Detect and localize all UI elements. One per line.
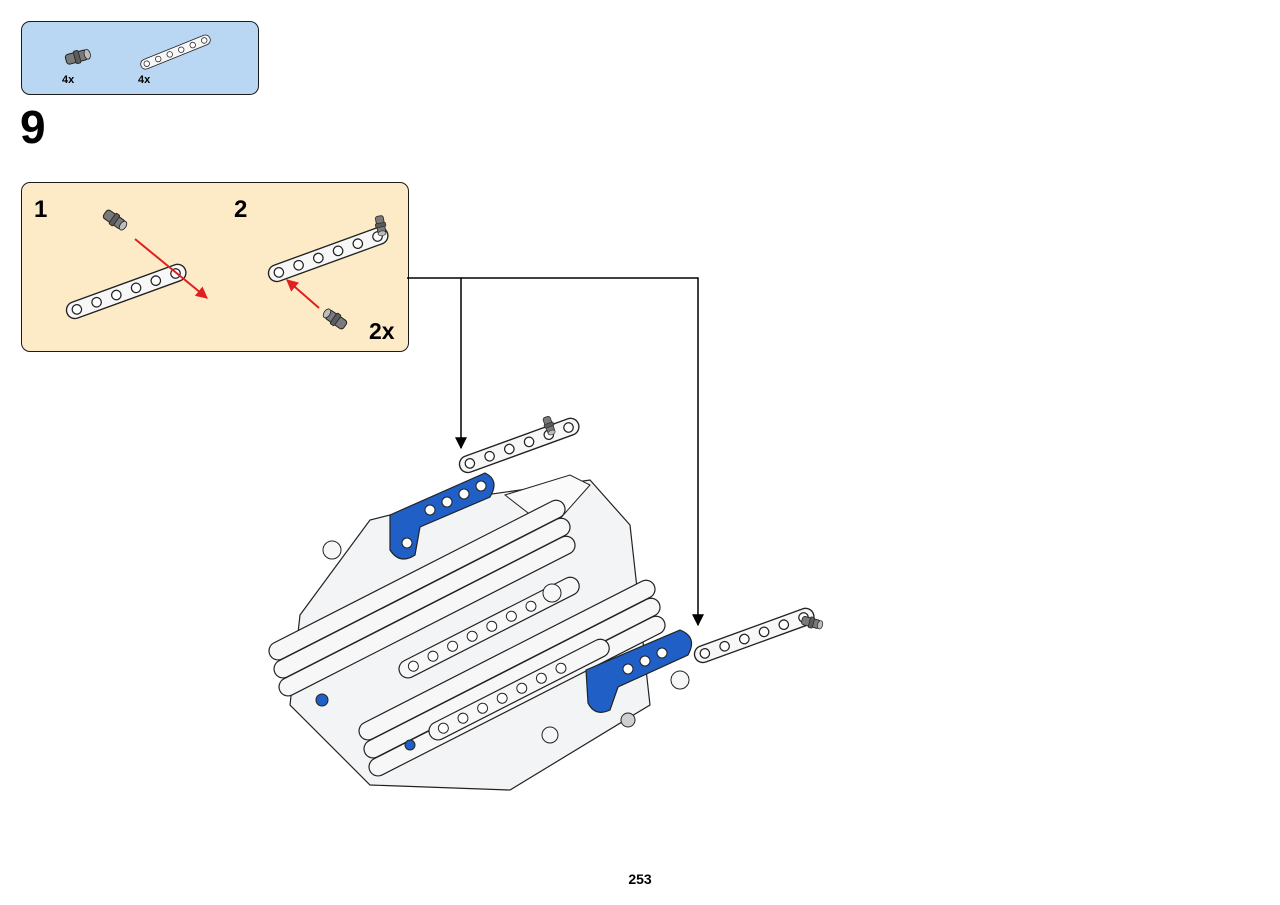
substep-1-number: 1 bbox=[34, 196, 48, 223]
blue-pin bbox=[404, 739, 416, 751]
substep-2-multiplier: 2x bbox=[369, 318, 395, 344]
substep-2-illustration bbox=[265, 214, 391, 332]
subassembly-callout: 1 2 2x bbox=[21, 182, 409, 352]
substep-1-illustration bbox=[63, 207, 208, 322]
step-number: 9 bbox=[20, 101, 46, 153]
beam-middle bbox=[398, 576, 580, 679]
blue-pin bbox=[315, 693, 329, 707]
assembly-arrow bbox=[134, 238, 208, 299]
page-number: 253 bbox=[628, 871, 652, 887]
beam-front bbox=[428, 638, 610, 741]
beam-6-icon bbox=[691, 605, 817, 666]
parts-qty-beam: 4x bbox=[138, 74, 151, 86]
beam-6-icon bbox=[456, 415, 582, 476]
leader-line-right bbox=[461, 277, 704, 627]
parts-list-box: 4x 4x bbox=[21, 21, 259, 95]
beam-stack-left bbox=[268, 499, 576, 697]
parts-qty-pin: 4x bbox=[62, 74, 75, 86]
main-model-illustration bbox=[268, 414, 825, 791]
substep-2-number: 2 bbox=[234, 196, 248, 223]
assembly-arrow bbox=[286, 279, 320, 309]
axle-pin-icon bbox=[800, 614, 825, 632]
